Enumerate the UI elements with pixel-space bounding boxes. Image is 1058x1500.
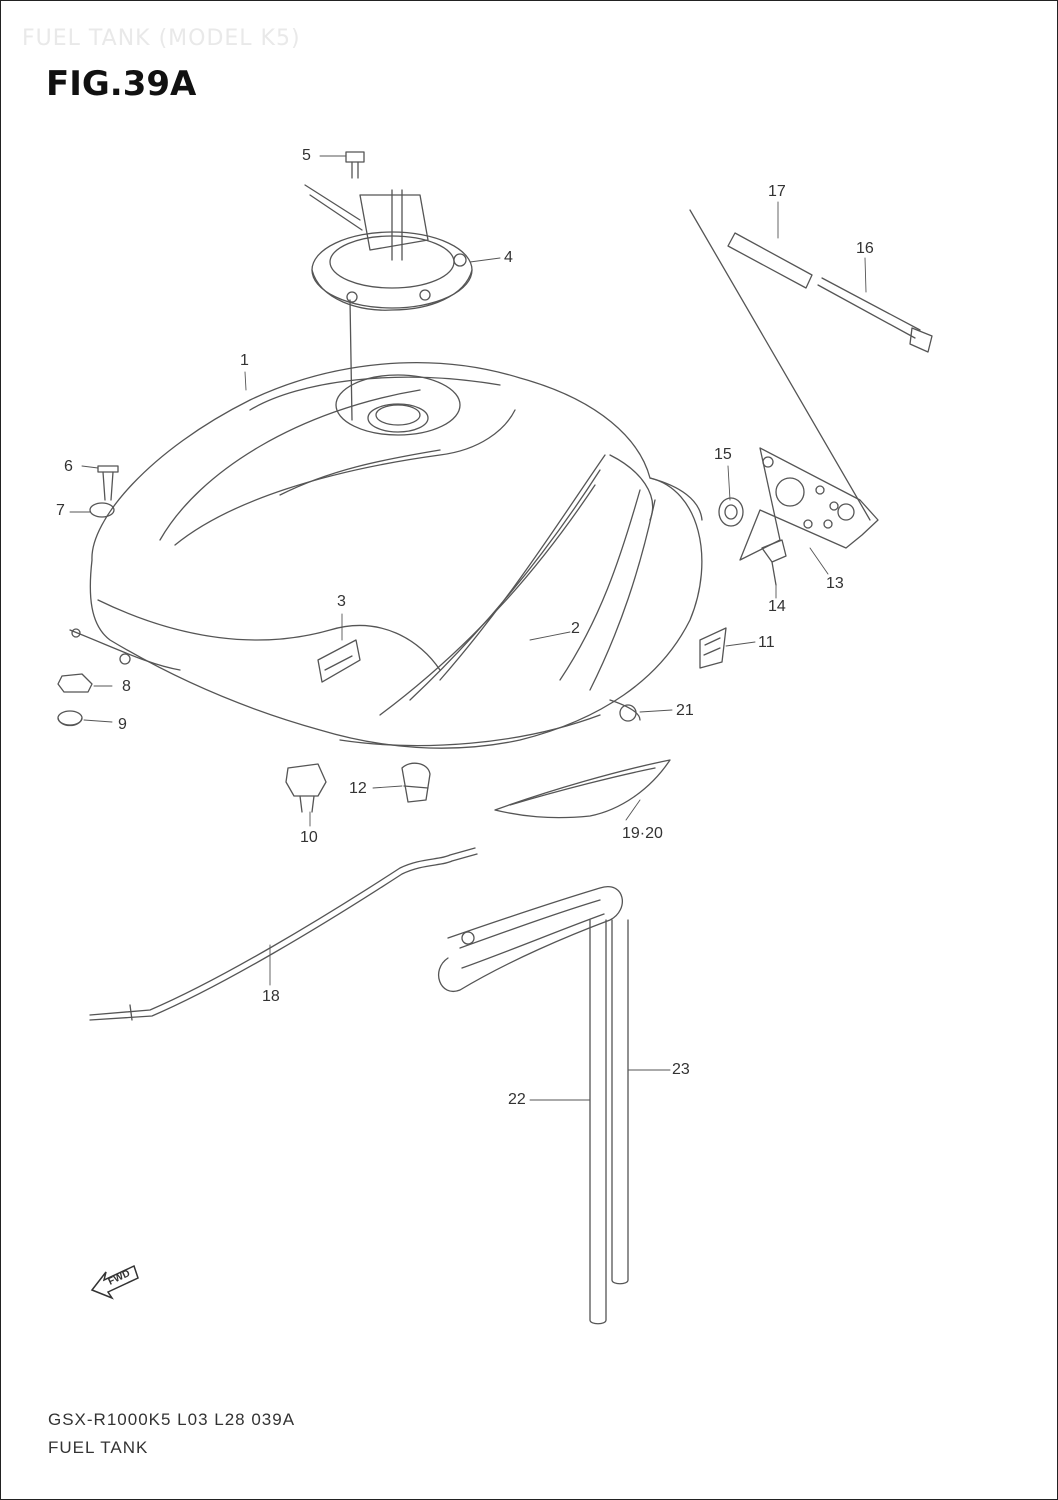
- sleeve-17: [727, 232, 813, 289]
- fuel-tank-body: [69, 362, 703, 749]
- footer-title: FUEL TANK: [48, 1438, 149, 1457]
- callout-2: 2: [571, 620, 580, 637]
- callout-23: 23: [672, 1061, 690, 1078]
- leader-17-16: [689, 209, 871, 521]
- bolt-5: [345, 151, 365, 179]
- callout-9: 9: [118, 716, 127, 733]
- hose-19-20: [494, 759, 671, 819]
- callout-8: 8: [122, 678, 131, 695]
- callout-6: 6: [64, 458, 73, 475]
- bolt-6-washer-7: [89, 465, 119, 518]
- callout-11: 11: [758, 634, 775, 651]
- callout-14: 14: [768, 598, 786, 615]
- callout-21: 21: [676, 702, 694, 719]
- callout-12: 12: [349, 780, 367, 797]
- callout-15: 15: [714, 446, 732, 463]
- callout-16: 16: [856, 240, 874, 257]
- watermark-text: FUEL TANK (MODEL K5): [22, 26, 301, 51]
- fwd-arrow-icon: FWD: [90, 1264, 139, 1300]
- fuel-cap-assembly: [304, 184, 473, 421]
- collar-14: [761, 539, 787, 586]
- figure-title: FIG.39A: [46, 64, 197, 104]
- callout-1: 1: [240, 352, 249, 369]
- callout-3: 3: [337, 593, 346, 610]
- drain-hose-22-23: [438, 886, 629, 1325]
- bolt-16: [817, 277, 933, 353]
- mesh-11: [699, 627, 727, 669]
- cushion-12: [401, 762, 431, 803]
- callout-17: 17: [768, 183, 786, 200]
- hose-18: [89, 847, 478, 1021]
- leader-lines: [69, 155, 867, 1101]
- callout-5: 5: [302, 147, 311, 164]
- callout-22: 22: [508, 1091, 526, 1108]
- callout-10: 10: [300, 829, 318, 846]
- callout-18: 18: [262, 988, 280, 1005]
- footer-code: GSX-R1000K5 L03 L28 039A: [48, 1410, 296, 1429]
- grommet-15: [718, 497, 744, 527]
- nut-8-cushion-9: [57, 673, 93, 727]
- cushion-10: [285, 763, 327, 813]
- callout-7: 7: [56, 502, 65, 519]
- callout-13: 13: [826, 575, 844, 592]
- callout-4: 4: [504, 249, 513, 266]
- callout-19-20: 19·20: [622, 825, 663, 842]
- rear-bracket-13: [739, 447, 879, 561]
